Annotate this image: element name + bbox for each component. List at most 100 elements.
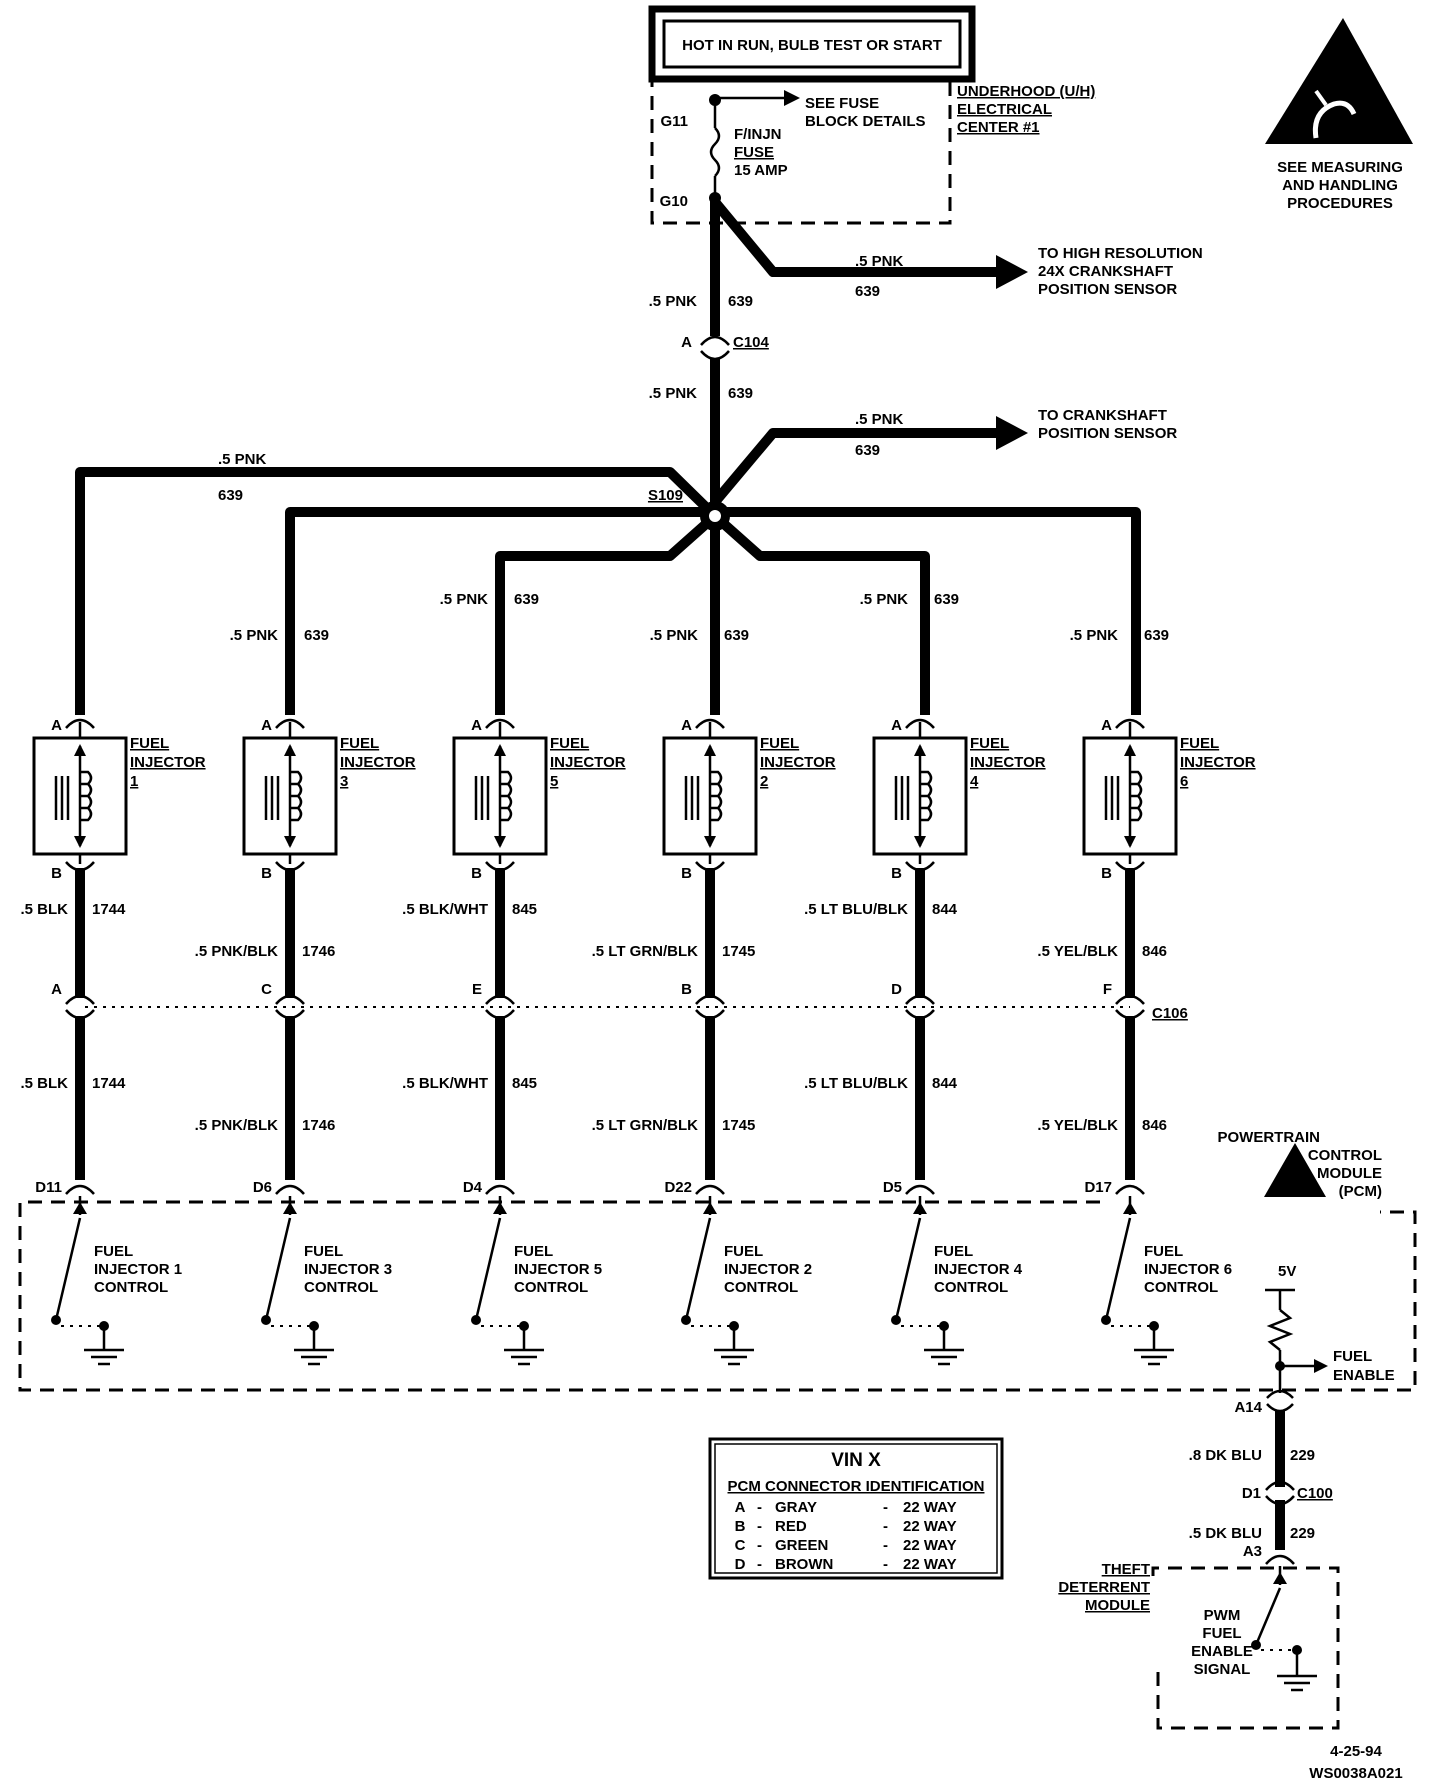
injector-number: 1 [130,773,138,790]
switch-icon [894,1217,922,1321]
crank-circuit: 639 [855,442,880,459]
esd-line-3: PROCEDURES [1287,195,1393,212]
pin-g11: G11 [660,113,688,130]
vin-row-letter: C [735,1537,746,1554]
fuse-label-line-1: F/INJN [734,126,782,143]
pcm-name-2: CONTROL [1308,1147,1382,1164]
control-label-1: FUEL [304,1243,343,1260]
theft-name-1: THEFT [1102,1561,1150,1578]
vin-row-dash: - [883,1556,888,1573]
c104-pin: A [681,334,692,351]
coil-icon [710,770,723,822]
esd-warning-icon [1264,1143,1326,1197]
vin-row-ways: 22 WAY [903,1518,957,1535]
wire-color-upper: .5 PNK/BLK [195,943,279,960]
vin-row-letter: A [735,1499,746,1516]
injector-feed-wire: .5 PNK [860,591,909,608]
injector-pin-a: A [681,717,692,734]
fuse-icon [709,127,721,177]
injector-feed-wire: .5 PNK [1070,627,1119,644]
control-label-1: FUEL [94,1243,133,1260]
wire-color-lower: .5 BLK [20,1075,68,1092]
control-label-3: CONTROL [934,1279,1008,1296]
switch-icon [54,1217,82,1321]
vin-row: D-BROWN-22 WAY [735,1556,957,1573]
vin-row-color: GRAY [775,1499,817,1516]
feed-wire-label-2: .5 PNK [649,385,698,402]
vin-row-color: RED [775,1518,807,1535]
coil-icon [80,770,93,822]
hi-res-dest-3: POSITION SENSOR [1038,281,1177,298]
vin-row-dash: - [757,1556,762,1573]
pcm-pin: D17 [1084,1179,1112,1196]
vin-row-dash: - [757,1499,762,1516]
theft-wire-lower: .5 DK BLU [1189,1525,1262,1542]
injector-pin-a: A [891,717,902,734]
feed-wire-label-1: .5 PNK [649,293,698,310]
signal-2: FUEL [1202,1625,1241,1642]
arrow-right-icon [996,255,1028,289]
injector-number: 4 [970,773,979,790]
injector-name-1: FUEL [970,735,1009,752]
c100-pin: D1 [1242,1485,1261,1502]
injector-feed-wire: .5 PNK [650,627,699,644]
pcm-pin: D11 [35,1179,62,1196]
feed-circuit-label-1: 639 [728,293,753,310]
power-source-label: HOT IN RUN, BULB TEST OR START [682,37,942,54]
control-label-2: INJECTOR 2 [724,1261,812,1278]
crank-dest-1: TO CRANKSHAFT [1038,407,1167,424]
pin-a3: A3 [1243,1543,1262,1560]
coil-icon [920,770,933,822]
injector-name-1: FUEL [130,735,169,752]
injector-feed-circuit: 639 [514,591,539,608]
vin-connector-table: VIN X PCM CONNECTOR IDENTIFICATION A-GRA… [708,1437,1004,1580]
vin-subtitle: PCM CONNECTOR IDENTIFICATION [728,1478,985,1495]
crank-wire: .5 PNK [855,411,904,428]
switch-icon [474,1217,502,1321]
see-fuse-line-1: SEE FUSE [805,95,879,112]
vin-title: VIN X [831,1450,881,1471]
esd-line-2: AND HANDLING [1282,177,1398,194]
theft-name-3: MODULE [1085,1597,1150,1614]
wire-circuit-upper: 1746 [302,943,335,960]
injector-pin-b: B [261,865,272,882]
injector-name-2: INJECTOR [550,754,626,771]
wire-color-lower: .5 PNK/BLK [195,1117,279,1134]
wire-color-upper: .5 LT BLU/BLK [804,901,908,918]
control-label-1: FUEL [724,1243,763,1260]
hi-res-circuit: 639 [855,283,880,300]
vin-row: B-RED-22 WAY [735,1518,957,1535]
splice-label: S109 [648,487,683,504]
pin-a14: A14 [1234,1399,1262,1416]
injector-name-2: INJECTOR [130,754,206,771]
wire-circuit-upper: 845 [512,901,537,918]
c100-label: C100 [1297,1485,1333,1502]
c106-pin: C [261,981,272,998]
control-label-2: INJECTOR 6 [1144,1261,1232,1278]
vin-row-dash: - [757,1518,762,1535]
pcm-name-3: MODULE [1317,1165,1382,1182]
c106-pin: F [1103,981,1112,998]
wire-color-lower: .5 BLK/WHT [402,1075,488,1092]
vin-row-ways: 22 WAY [903,1499,957,1516]
pin-g10: G10 [660,193,688,210]
injector-feed-wire: .5 PNK [230,627,279,644]
pcm-name-4: (PCM) [1339,1183,1382,1200]
hi-res-wire: .5 PNK [855,253,904,270]
theft-circuit-upper: 229 [1290,1447,1315,1464]
wire-color-upper: .5 YEL/BLK [1037,943,1118,960]
vin-row: A-GRAY-22 WAY [735,1499,957,1516]
injector-feed-circuit: 639 [1144,627,1169,644]
wire-color-lower: .5 YEL/BLK [1037,1117,1118,1134]
see-fuse-line-2: BLOCK DETAILS [805,113,926,130]
inj1-feed-wire: .5 PNK [218,451,267,468]
control-label-1: FUEL [514,1243,553,1260]
injector-name-2: INJECTOR [340,754,416,771]
pcm-pin: D6 [253,1179,272,1196]
vin-row-color: GREEN [775,1537,828,1554]
